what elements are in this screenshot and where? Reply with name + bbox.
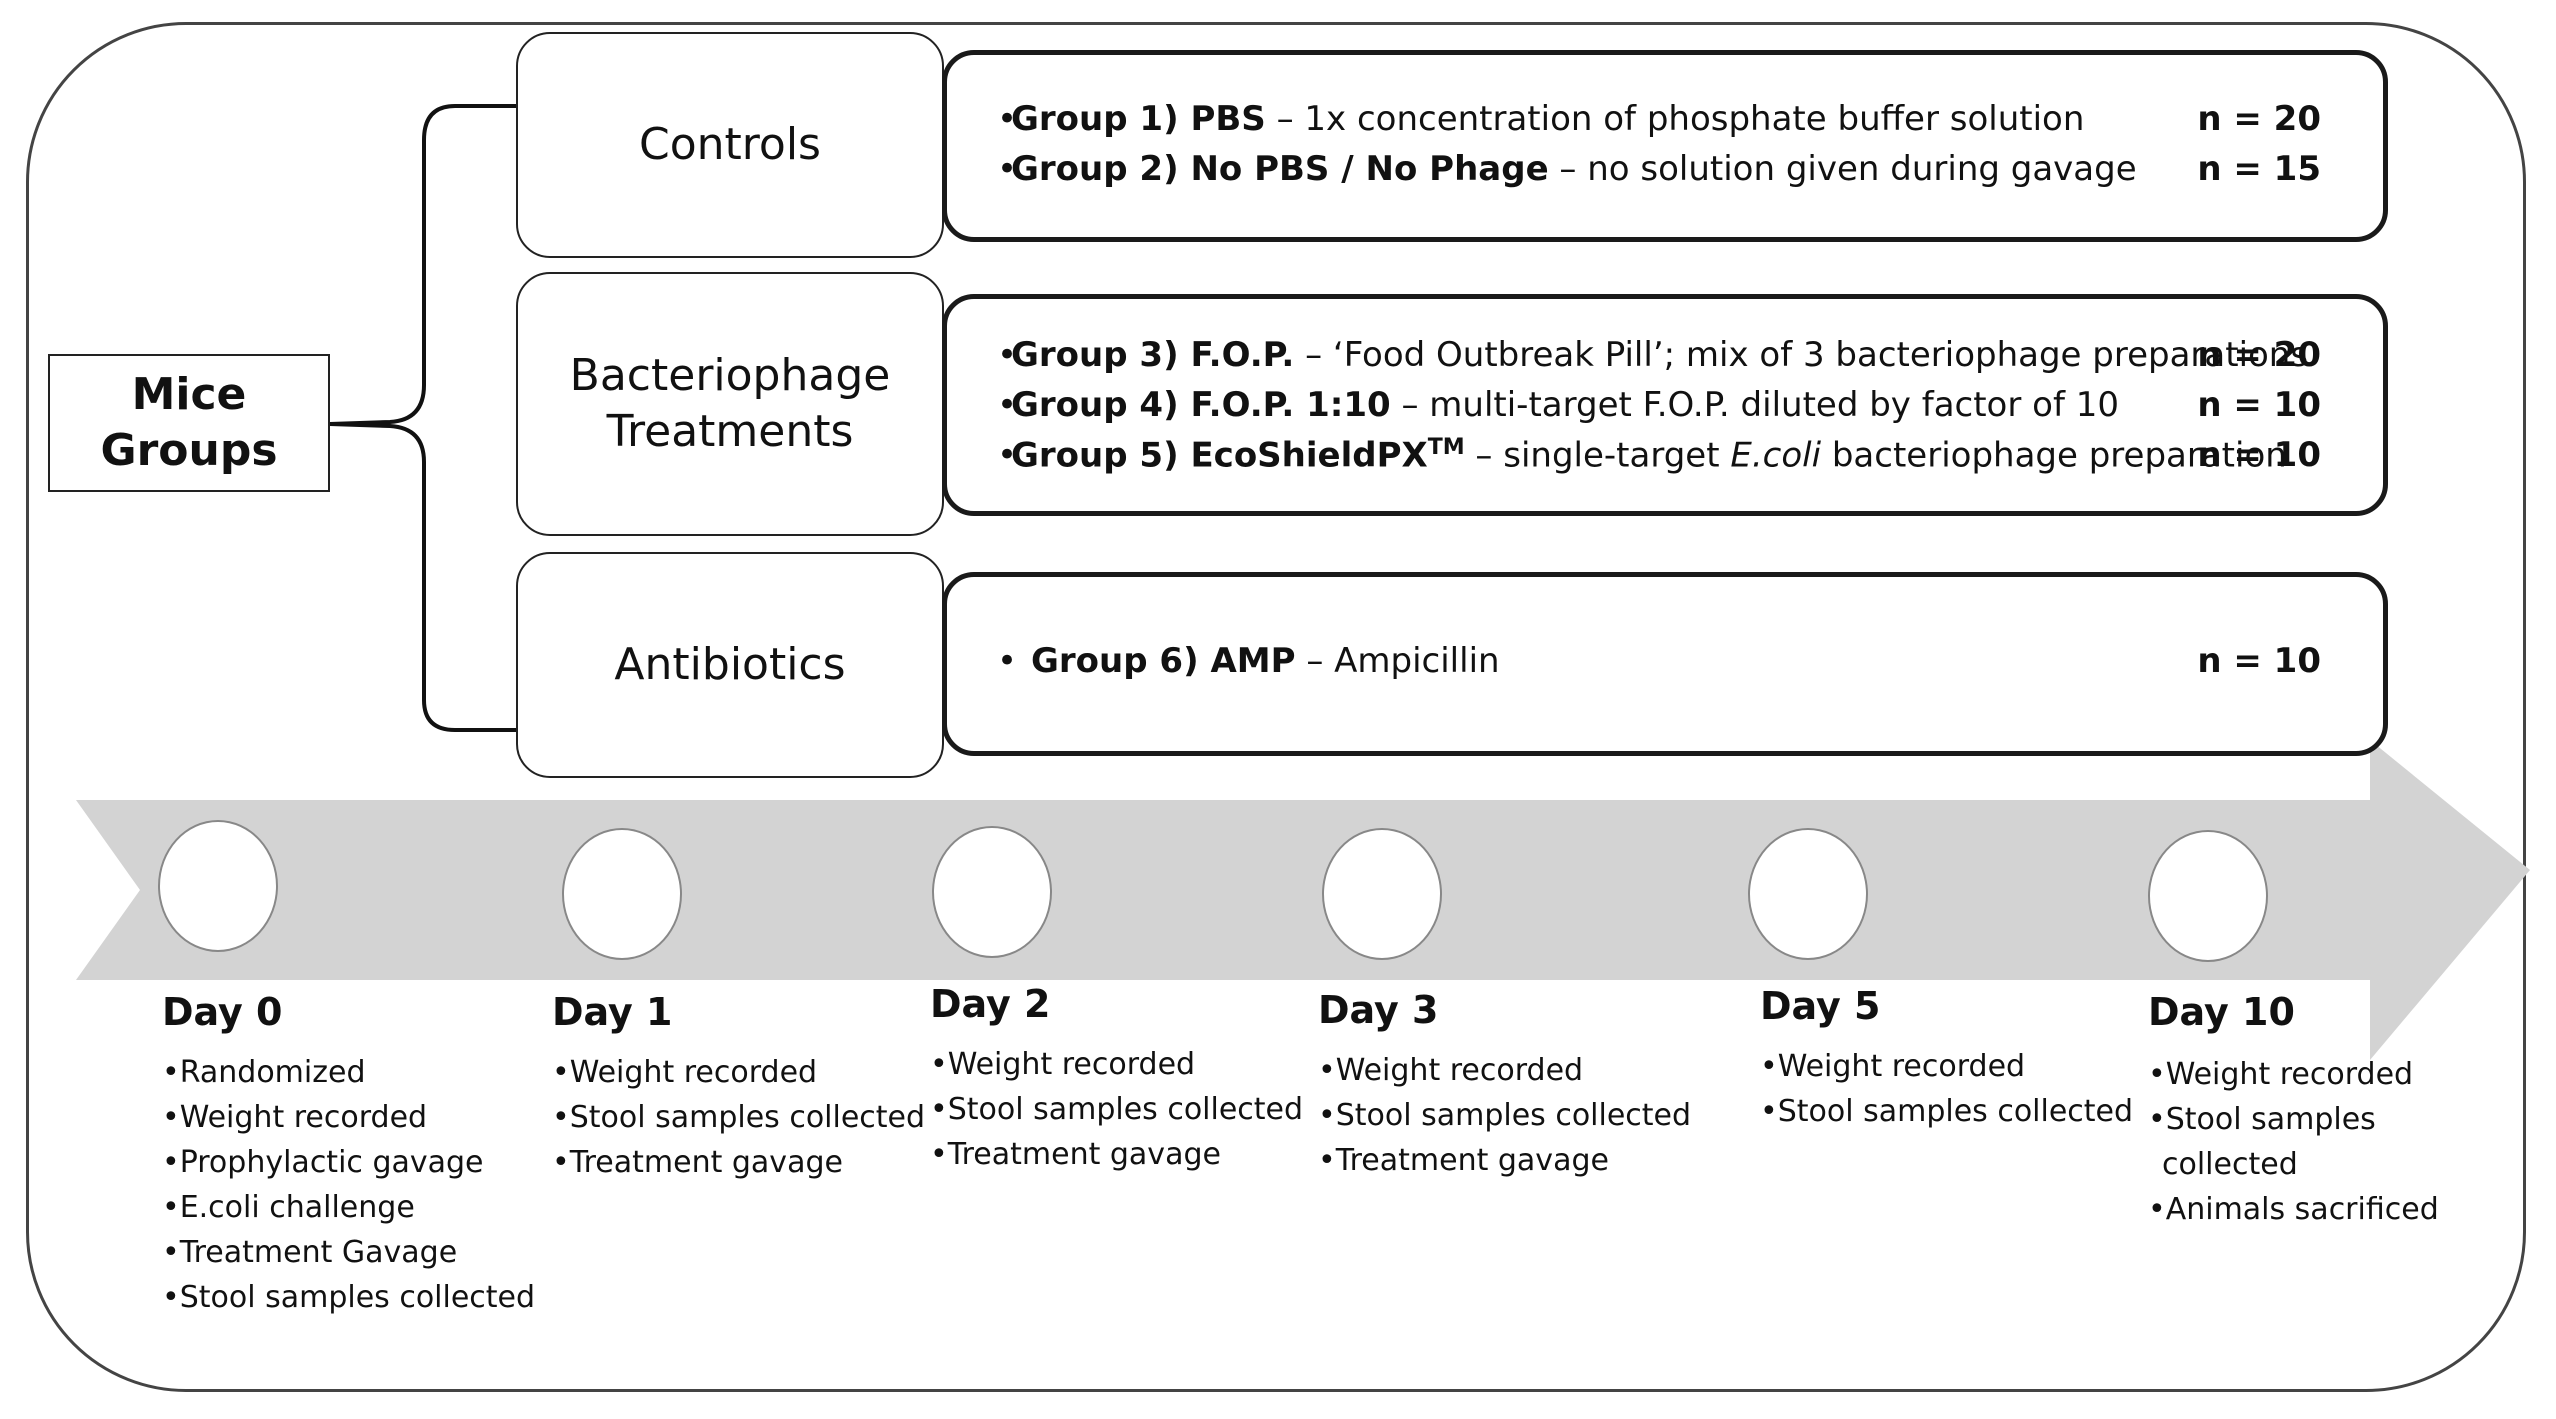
day-label: Day 3 bbox=[1318, 988, 1439, 1032]
category-label: Antibiotics bbox=[614, 639, 846, 690]
day-item: •Stool samples collected bbox=[1760, 1094, 2134, 1129]
day-label: Day 1 bbox=[552, 990, 673, 1034]
group-6-line: • Group 6) AMP – Ampicillin bbox=[997, 641, 1500, 681]
day-item: •Stool samples collected bbox=[930, 1092, 1304, 1127]
category-controls-box: Controls bbox=[516, 32, 944, 258]
bullet: • bbox=[997, 149, 1018, 189]
day-item: •Stool samples collected bbox=[552, 1100, 926, 1135]
group-2-n: n = 15 bbox=[2197, 149, 2321, 189]
bullet: • bbox=[997, 99, 1018, 139]
group-3-line: •Group 3) F.O.P. – ‘Food Outbreak Pill’;… bbox=[997, 335, 2308, 375]
day-label: Day 10 bbox=[2148, 990, 2295, 1034]
group-4-line: •Group 4) F.O.P. 1:10 – multi-target F.O… bbox=[997, 385, 2119, 425]
mice-groups-line1: Mice bbox=[131, 369, 247, 420]
day-label: Day 0 bbox=[162, 990, 283, 1034]
timeline-milestone-day-5 bbox=[1748, 828, 1868, 960]
bullet: • bbox=[997, 641, 1018, 681]
day-item: •Weight recorded bbox=[1318, 1053, 1584, 1088]
day-2-items: •Weight recorded •Stool samples collecte… bbox=[930, 1042, 1303, 1177]
day-5-items: •Weight recorded •Stool samples collecte… bbox=[1760, 1044, 2133, 1134]
group-4-desc: – multi-target F.O.P. diluted by factor … bbox=[1390, 385, 2119, 425]
timeline-milestone-day-1 bbox=[562, 828, 682, 960]
day-item: •Treatment Gavage bbox=[162, 1235, 458, 1270]
day-item: •Stool samples collected bbox=[162, 1280, 536, 1315]
group-4-n: n = 10 bbox=[2197, 385, 2321, 425]
group-2-label: Group 2) No PBS / No Phage bbox=[1011, 149, 1549, 189]
day-item: •E.coli challenge bbox=[162, 1190, 415, 1225]
group-3-label: Group 3) F.O.P. bbox=[1011, 335, 1295, 375]
day-item: •Weight recorded bbox=[930, 1047, 1196, 1082]
bullet: • bbox=[997, 335, 1018, 375]
category-label: Controls bbox=[639, 119, 821, 170]
timeline-milestone-day-2 bbox=[932, 826, 1052, 958]
day-item: •Weight recorded bbox=[162, 1100, 428, 1135]
day-item: •Prophylactic gavage bbox=[162, 1145, 484, 1180]
trademark-sup: TM bbox=[1427, 435, 1465, 460]
day-0-items: •Randomized •Weight recorded •Prophylact… bbox=[162, 1050, 535, 1320]
mice-groups-box: Mice Groups bbox=[48, 354, 330, 492]
day-10-items: •Weight recorded •Stool samples collecte… bbox=[2148, 1052, 2439, 1232]
day-3-items: •Weight recorded •Stool samples collecte… bbox=[1318, 1048, 1691, 1183]
group-1-n: n = 20 bbox=[2197, 99, 2321, 139]
day-item: •Stool samples bbox=[2148, 1102, 2376, 1137]
day-label: Day 5 bbox=[1760, 984, 1881, 1028]
antibiotics-details-box: • Group 6) AMP – Ampicillin n = 10 bbox=[942, 572, 2388, 756]
day-item: •Weight recorded bbox=[1760, 1049, 2026, 1084]
bullet: • bbox=[997, 435, 1018, 476]
day-item: •Stool samples collected bbox=[1318, 1098, 1692, 1133]
category-bacteriophage-box: Bacteriophage Treatments bbox=[516, 272, 944, 536]
day-item: •Treatment gavage bbox=[930, 1137, 1221, 1172]
day-item: •Treatment gavage bbox=[552, 1145, 843, 1180]
group-5-desc-b: bacteriophage preparation bbox=[1821, 435, 2287, 476]
group-bracket bbox=[329, 104, 516, 732]
group-1-line: •Group 1) PBS – 1x concentration of phos… bbox=[997, 99, 2084, 139]
category-label-line2: Treatments bbox=[606, 406, 854, 457]
group-1-desc: – 1x concentration of phosphate buffer s… bbox=[1265, 99, 2085, 139]
category-antibiotics-box: Antibiotics bbox=[516, 552, 944, 778]
group-6-label: Group 6) AMP bbox=[1031, 641, 1296, 681]
group-6-n: n = 10 bbox=[2197, 641, 2321, 681]
group-3-n: n = 20 bbox=[2197, 335, 2321, 375]
timeline-arrow-shape bbox=[76, 740, 2530, 1060]
category-label: Bacteriophage bbox=[569, 350, 891, 401]
group-3-desc: – ‘Food Outbreak Pill’; mix of 3 bacteri… bbox=[1294, 335, 2309, 375]
group-5-desc-italic: E.coli bbox=[1730, 435, 1822, 476]
group-1-label: Group 1) PBS bbox=[1011, 99, 1266, 139]
mice-groups-line2: Groups bbox=[100, 425, 278, 476]
day-label: Day 2 bbox=[930, 982, 1051, 1026]
group-2-line: •Group 2) No PBS / No Phage – no solutio… bbox=[997, 149, 2137, 189]
day-item: •Treatment gavage bbox=[1318, 1143, 1609, 1178]
group-5-n: n = 10 bbox=[2197, 435, 2321, 475]
bacteriophage-details-box: •Group 3) F.O.P. – ‘Food Outbreak Pill’;… bbox=[942, 294, 2388, 516]
timeline-milestone-day-10 bbox=[2148, 830, 2268, 962]
day-item: collected bbox=[2162, 1147, 2298, 1182]
day-item: •Animals sacrificed bbox=[2148, 1192, 2439, 1227]
group-4-label: Group 4) F.O.P. 1:10 bbox=[1011, 385, 1391, 425]
group-5-label: Group 5) EcoShieldPX bbox=[1011, 435, 1428, 476]
group-5-desc-a: – single-target bbox=[1464, 435, 1731, 476]
bullet: • bbox=[997, 385, 1018, 425]
timeline-milestone-day-0 bbox=[158, 820, 278, 952]
day-item: •Weight recorded bbox=[552, 1055, 818, 1090]
group-2-desc: – no solution given during gavage bbox=[1548, 149, 2137, 189]
group-5-line: •Group 5) EcoShieldPXTM – single-target … bbox=[997, 435, 2287, 475]
day-item: •Randomized bbox=[162, 1055, 366, 1090]
day-item: •Weight recorded bbox=[2148, 1057, 2414, 1092]
group-6-desc: – Ampicillin bbox=[1295, 641, 1500, 681]
timeline-milestone-day-3 bbox=[1322, 828, 1442, 960]
day-1-items: •Weight recorded •Stool samples collecte… bbox=[552, 1050, 925, 1185]
controls-details-box: •Group 1) PBS – 1x concentration of phos… bbox=[942, 50, 2388, 242]
